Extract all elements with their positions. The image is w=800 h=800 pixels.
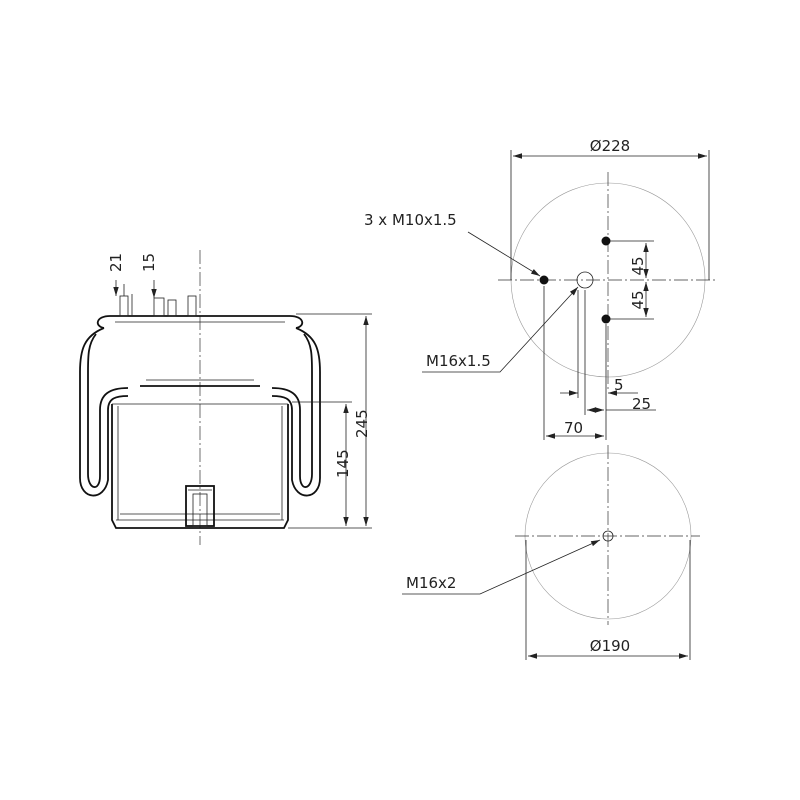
rubber-bellow [79,327,321,497]
side-view: 21 15 245 145 [79,250,372,545]
dim-overall-height: 245 [288,313,372,529]
dim-21-label: 21 [107,253,125,272]
piston [111,379,289,529]
label-bolt-thread: 3 x M10x1.5 [364,211,457,229]
dim-25: 25 [632,395,651,413]
bolt-upper [601,236,611,246]
dim-diameter-190: Ø190 [590,637,630,655]
dim-piston-height: 145 [292,401,352,526]
dim-top-small: 21 15 [107,253,158,298]
dim-15-label: 15 [140,253,158,272]
center-thread-hole [602,530,614,542]
air-port-hole [576,271,594,289]
dim-70: 70 [564,419,583,437]
top-bead-plate [96,315,304,329]
bolt-lower [601,314,611,324]
label-air-port: M16x1.5 [426,352,491,370]
dim-245-label: 245 [353,409,371,438]
dim-45-upper: 45 [629,256,647,275]
label-center-thread: M16x2 [406,574,456,592]
bottom-plate-view: M16x2 Ø190 [402,445,700,660]
top-plate-view: Ø228 3 x M10x1.5 M16x1.5 45 45 5 25 70 [364,137,718,440]
top-studs [119,284,197,317]
dim-diameter-228: Ø228 [590,137,630,155]
bottom-insert [185,485,215,527]
bolt-left [539,275,549,285]
dim-45-lower: 45 [629,290,647,309]
dim-5: 5 [614,376,624,394]
dim-145-label: 145 [334,449,352,478]
